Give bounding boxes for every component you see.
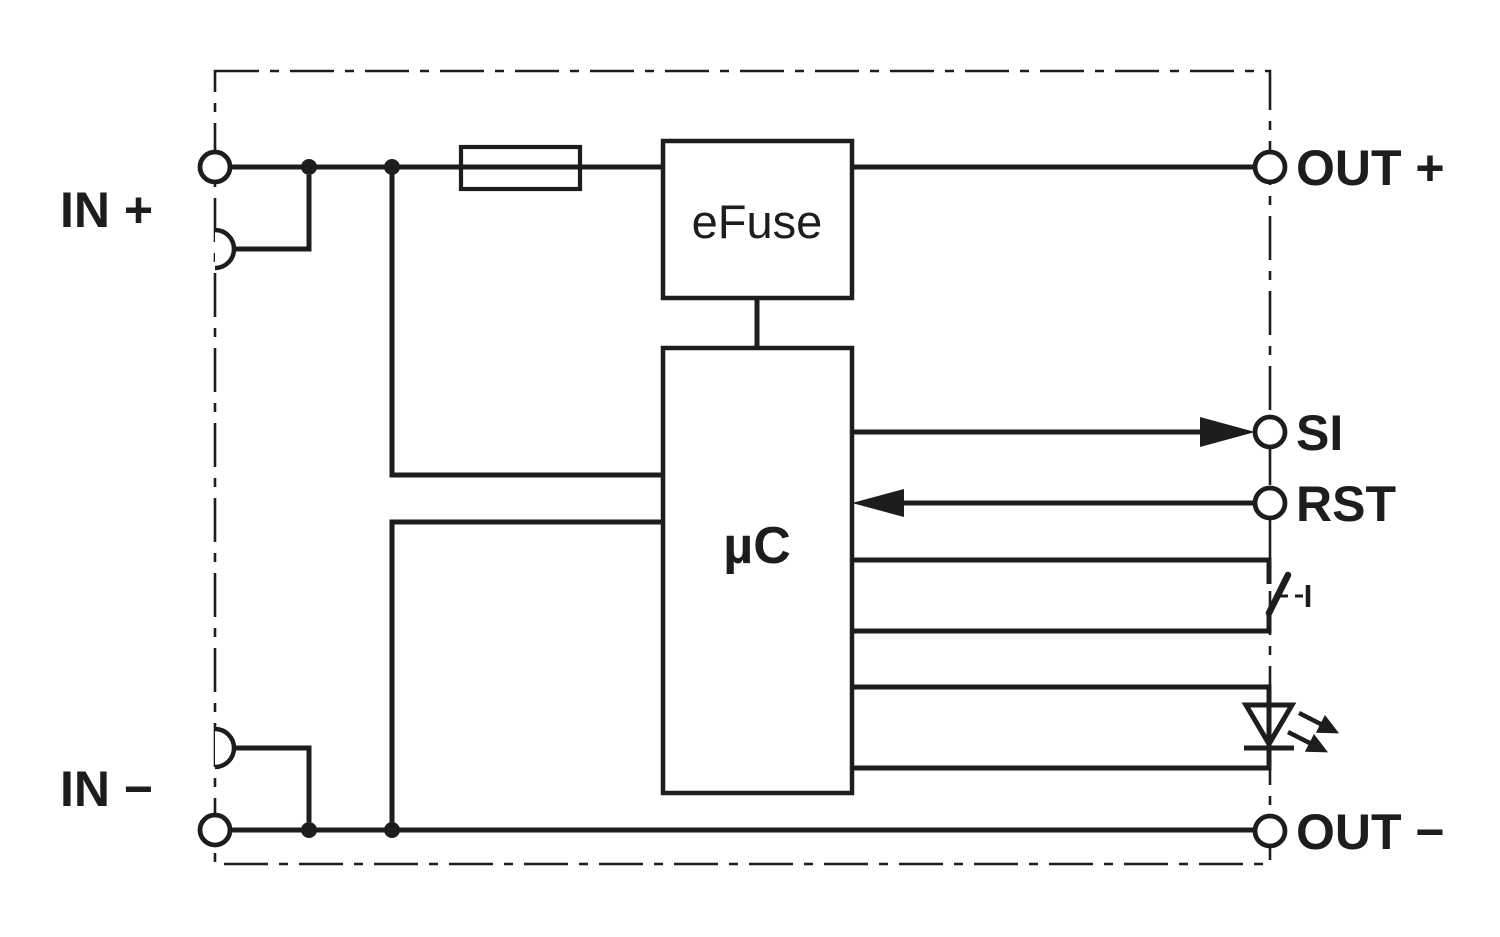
in-minus-label: IN − [60, 761, 153, 817]
switch-top-wire [852, 557, 1272, 584]
uc-label: µC [723, 517, 791, 575]
in-minus-tab-wire [231, 745, 312, 822]
efuse-label: eFuse [692, 195, 823, 248]
out-plus-terminal [1252, 149, 1288, 185]
led-icon [852, 684, 1340, 771]
switch-blade [1265, 571, 1292, 617]
uc-supply-wire-bottom [389, 519, 663, 830]
si-label: SI [1296, 405, 1343, 461]
rst-label: RST [1296, 476, 1396, 532]
uc-supply-wire-top [389, 167, 663, 478]
out-plus-label: OUT + [1296, 140, 1445, 196]
led-light-arrow [1286, 729, 1329, 753]
led-bottom-wire [852, 748, 1272, 771]
in-minus-tab [214, 726, 237, 770]
in-plus-tab [214, 227, 237, 271]
efuse-block [660, 138, 855, 301]
in-plus-terminal [197, 149, 233, 185]
si-terminal [1252, 414, 1288, 450]
rst-terminal [1252, 485, 1288, 521]
arrow-left-icon [852, 489, 904, 517]
switch-bottom-wire [852, 612, 1272, 634]
fuse-icon [458, 144, 583, 192]
in-plus-label: IN + [60, 182, 153, 238]
in-plus-tab-wire [231, 175, 312, 252]
out-minus-label: OUT − [1296, 804, 1445, 860]
enclosure-border [213, 69, 1272, 866]
junction-dot [384, 159, 400, 175]
pushbutton-switch-icon [852, 557, 1311, 634]
junction-dot [301, 822, 317, 838]
junction-dot [384, 822, 400, 838]
uc-block [660, 345, 855, 796]
led-top-wire [852, 684, 1272, 748]
in-minus-terminal [197, 812, 233, 848]
led-light-arrow [1297, 710, 1340, 734]
junction-dot [301, 159, 317, 175]
led-triangle [1241, 702, 1297, 749]
arrow-right-icon [1200, 417, 1255, 447]
out-minus-terminal [1252, 813, 1288, 849]
